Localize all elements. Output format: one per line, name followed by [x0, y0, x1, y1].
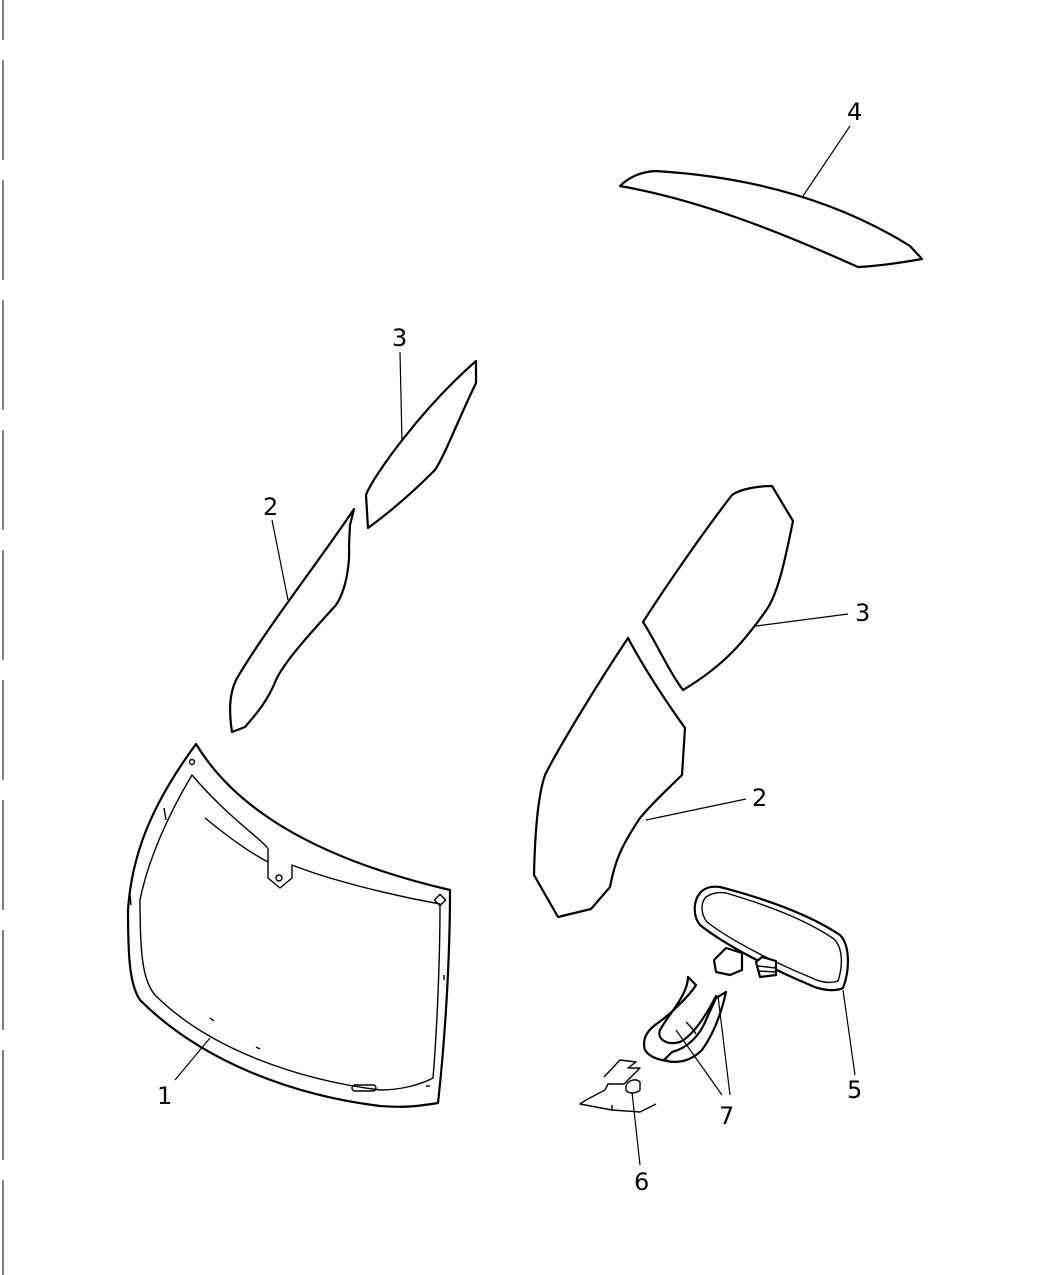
callout-mirror: 5 — [847, 1076, 862, 1104]
mirror-bracket[interactable] — [579, 1059, 657, 1166]
callout-windshield: 1 — [157, 1082, 172, 1110]
callout-door-glass-right: 2 — [752, 784, 767, 812]
callout-mirror-cover: 7 — [719, 1102, 734, 1130]
quarter-glass-right[interactable] — [641, 484, 849, 692]
rear-view-mirror[interactable] — [693, 885, 856, 1076]
callout-door-glass-left: 2 — [263, 493, 278, 521]
door-glass-left[interactable] — [229, 507, 356, 734]
mirror-cover[interactable] — [642, 975, 731, 1096]
door-glass-right[interactable] — [532, 636, 747, 919]
callout-mirror-bracket: 6 — [634, 1168, 649, 1196]
callout-quarter-glass-left: 3 — [392, 324, 407, 352]
callout-back-glass: 4 — [847, 98, 862, 126]
back-glass[interactable] — [618, 125, 924, 269]
quarter-glass-left[interactable] — [364, 351, 478, 530]
windshield[interactable] — [126, 742, 452, 1108]
callout-quarter-glass-right: 3 — [855, 599, 870, 627]
